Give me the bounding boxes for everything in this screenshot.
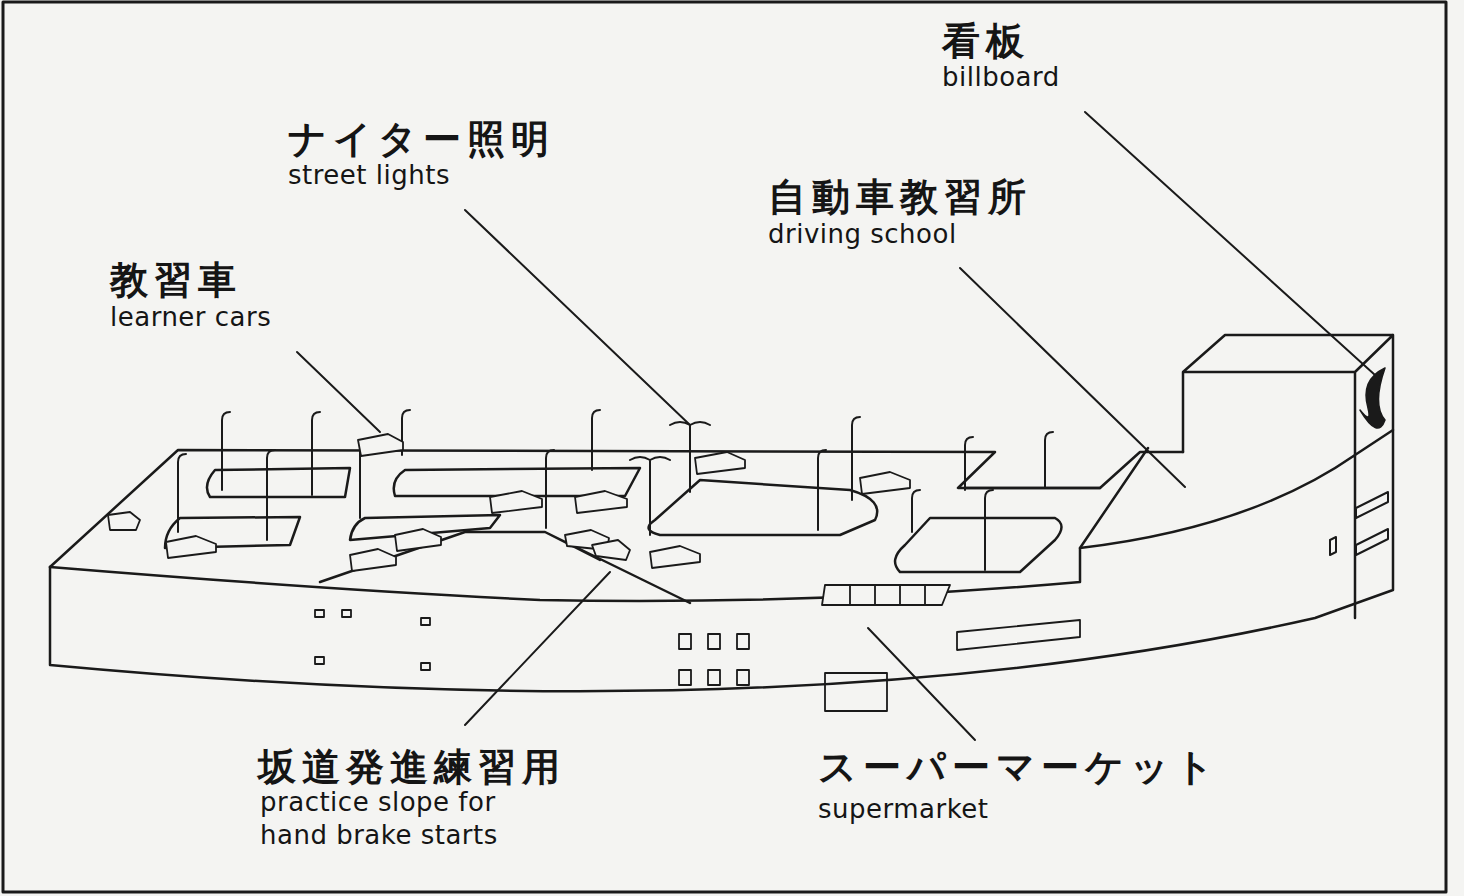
callout-label: スーパーマーケット (818, 742, 1220, 793)
leader-lines (297, 112, 1375, 740)
callout-label: 看板 (942, 16, 1030, 67)
course-loop (895, 518, 1061, 572)
side-windows (1330, 492, 1388, 555)
callout-label: learner cars (110, 302, 271, 332)
roof-step (1080, 448, 1148, 548)
building-front (50, 430, 1393, 691)
callout-label: 坂道発進練習用 (258, 742, 566, 793)
street-light-poles (178, 410, 1053, 570)
course-loop (207, 468, 350, 497)
callout-label: supermarket (818, 794, 989, 824)
callout-label: ナイター照明 (288, 114, 555, 165)
course-loop (649, 480, 878, 535)
front-top-edge (50, 455, 1355, 618)
callout-label: 教習車 (110, 255, 242, 306)
billboard-logo (1360, 368, 1385, 428)
callout-label: 自動車教習所 (768, 172, 1032, 223)
supermarket-windows (315, 610, 1080, 711)
callout-label: street lights (288, 160, 450, 190)
frame (3, 2, 1446, 892)
practice-slope (320, 532, 690, 603)
callout-label: driving school (768, 219, 957, 249)
callout-label: billboard (942, 62, 1060, 92)
school-tower (1183, 335, 1393, 455)
callout-label: practice slope for hand brake starts (260, 786, 560, 852)
roof-back-edge (50, 450, 1183, 567)
course-lane (965, 487, 1100, 490)
learner-car-icons (108, 434, 950, 605)
